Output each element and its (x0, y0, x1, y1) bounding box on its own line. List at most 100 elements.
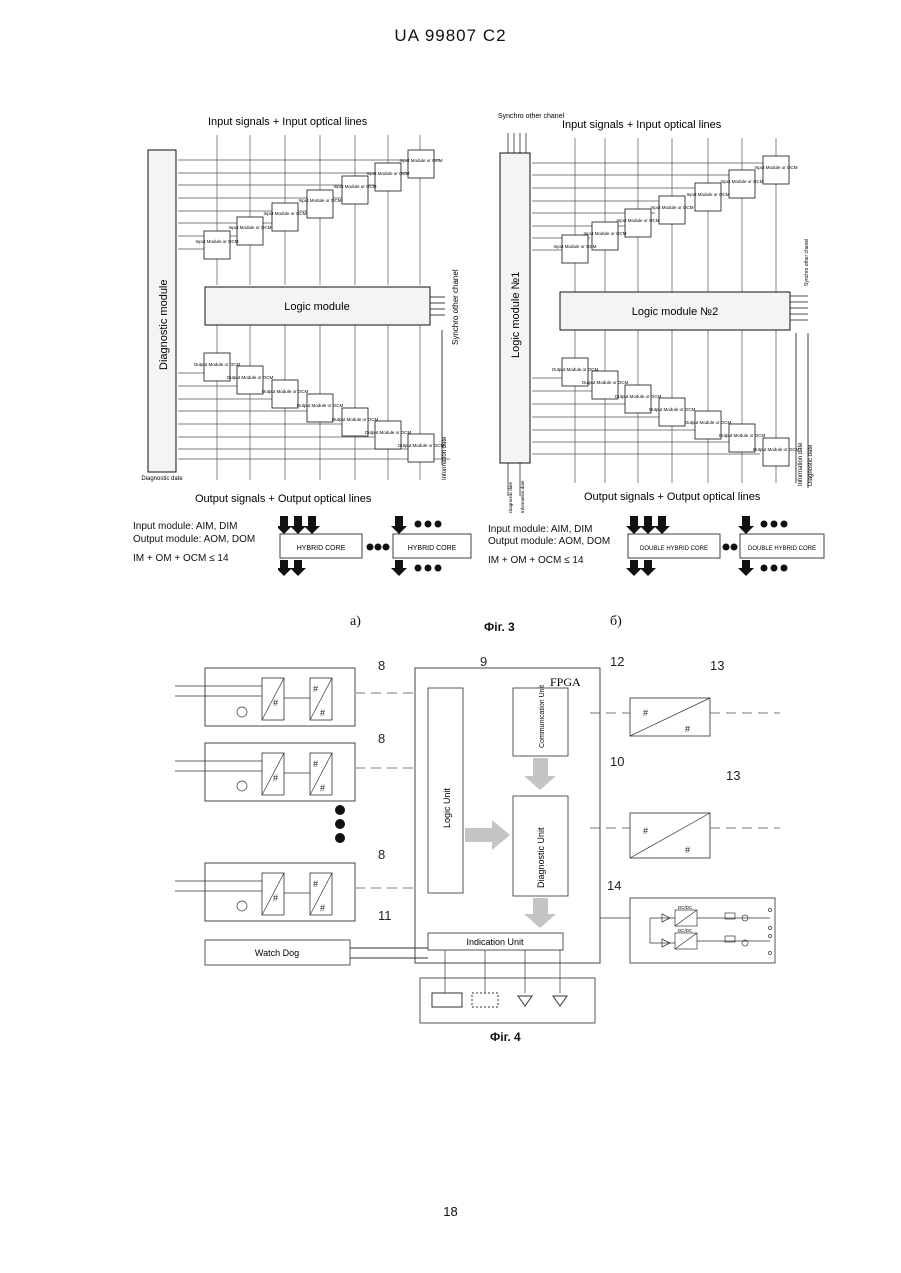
input-module-box (729, 170, 755, 198)
fig3a-hybrid-cores: HYBRID CORE HYBRID CORE (278, 516, 473, 578)
synchro-top-label: Synchro other chanel (498, 113, 565, 120)
input-module-box (307, 190, 333, 218)
output-module-text: Output Module or OCM (262, 389, 309, 394)
fig3b-diagram: Synchro other chanel Input signals + Inp… (490, 108, 830, 576)
input-module-text: Input Module or OCM (228, 225, 271, 230)
ref-number-8: 8 (378, 658, 385, 673)
fig4-caption: Фіг. 4 (490, 1030, 521, 1044)
output-module-text: Output Module or OCM (649, 407, 696, 412)
fig3a-top-label: Input signals + Input optical lines (208, 116, 368, 128)
output-module-text: Output Module or OCM (297, 403, 344, 408)
legend-line: Input module: AIM, DIM (488, 524, 610, 536)
fig4-diagram: # # # # # # # # # FPGA Logic Unit Commun… (170, 648, 790, 1028)
input-module-box (342, 176, 368, 204)
input-module-text: Input Module or OCM (686, 192, 729, 197)
fig3-part-a: а) (350, 614, 361, 630)
output-module-box (408, 434, 434, 462)
hash-symbol: # (313, 684, 318, 694)
input-module-text: Input Module or OCM (616, 218, 659, 223)
core-label: DOUBLE HYBRID CORE (640, 546, 708, 552)
logic-module-1-label: Logic module №1 (510, 272, 522, 358)
hash-symbol: # (320, 903, 325, 913)
watchdog-label: Watch Dog (255, 948, 299, 958)
ref-number-8: 8 (378, 731, 385, 746)
input-module-box (625, 209, 651, 237)
diagnostic-module-label: Diagnostic module (158, 280, 170, 371)
input-module-box (237, 217, 263, 245)
fig3b-bottom-label: Output signals + Output optical lines (584, 491, 761, 503)
output-module-text: Output Module or OCM (582, 380, 629, 385)
output-module-text: Output Module or OCM (365, 430, 412, 435)
output-module-box (763, 438, 789, 466)
input-module-box (695, 183, 721, 211)
input-module-text: Input Module or OCM (583, 231, 626, 236)
dcdc-label: DC/DC (678, 928, 693, 933)
input-module-text: Input Module or OCM (263, 211, 306, 216)
fig3-caption: Фіг. 3 (484, 620, 515, 634)
ref-number-10: 10 (610, 754, 624, 769)
core-label: HYBRID CORE (408, 545, 457, 552)
ref-number-11: 11 (378, 908, 392, 923)
hash-symbol: # (313, 759, 318, 769)
diag-vertical-label: Diagnostic date (508, 481, 513, 513)
legend-line: IM + OM + OCM ≤ 14 (488, 555, 610, 567)
ref-number-9: 9 (480, 654, 487, 669)
output-module-box (695, 411, 721, 439)
input-module-box (272, 203, 298, 231)
input-module-box (659, 196, 685, 224)
output-module-text: Output Module or OCM (753, 447, 800, 452)
ref-number-14: 14 (607, 878, 621, 893)
input-module-box (204, 231, 230, 259)
hash-symbol: # (685, 724, 690, 734)
output-module-box (729, 424, 755, 452)
information-label: Information date (798, 442, 804, 486)
output-module-text: Output Module or OCM (227, 375, 274, 380)
hash-symbol: # (320, 783, 325, 793)
seven-segment-display (432, 993, 462, 1007)
legend-line: Output module: AOM, DOM (133, 533, 255, 546)
fpga-label: FPGA (550, 675, 581, 689)
input-module-box (375, 163, 401, 191)
input-module-box (562, 235, 588, 263)
ref-number-13: 13 (710, 658, 724, 673)
hash-symbol: # (643, 708, 648, 718)
hash-symbol: # (320, 708, 325, 718)
power-supply-box (630, 898, 775, 963)
logic-module-2-label: Logic module №2 (632, 306, 718, 318)
diagnostic-label: Diagnostic date (808, 444, 814, 486)
bar-display (472, 993, 498, 1007)
logic-module-label: Logic module (284, 301, 349, 313)
input-module-text: Input Module or OCM (754, 165, 797, 170)
fig3b-double-hybrid-cores: DOUBLE HYBRID CORE DOUBLE HYBRID CORE (626, 516, 826, 578)
hash-symbol: # (685, 845, 690, 855)
input-module-text: Input Module or OCM (650, 205, 693, 210)
output-module-box (659, 398, 685, 426)
fig3a-bottom-label: Output signals + Output optical lines (195, 493, 372, 505)
fig3-part-b: б) (610, 614, 622, 630)
hash-symbol: # (643, 826, 648, 836)
output-module-text: Output Module or OCM (685, 420, 732, 425)
output-module-text: Output Module or OCM (552, 367, 599, 372)
hash-symbol: # (273, 773, 278, 783)
input-module-text: Input Module or OCM (366, 171, 409, 176)
hash-symbol: # (273, 893, 278, 903)
output-module-box (237, 366, 263, 394)
input-module-text: Input Module or OCM (195, 239, 238, 244)
logic-unit-label: Logic Unit (442, 787, 452, 828)
diagnostic-date-label: Diagnostic date (141, 476, 183, 482)
output-module-text: Output Module or OCM (719, 433, 766, 438)
diag-to-indication-arrow (524, 898, 556, 928)
ref-number-8: 8 (378, 847, 385, 862)
ref-number-13: 13 (726, 768, 740, 783)
diagnostic-unit-label: Diagnostic Unit (536, 827, 546, 888)
information-label: Information date (442, 436, 448, 480)
comm-to-diag-arrow (524, 758, 556, 790)
fig3b-legend: Input module: AIM, DIM Output module: AO… (488, 524, 610, 567)
output-module-box (625, 385, 651, 413)
synchro-label: Synchro other chanel (451, 269, 460, 345)
hash-symbol: # (273, 698, 278, 708)
fig3b-top-label: Input signals + Input optical lines (562, 119, 722, 131)
input-module-text: Input Module or OCM (333, 184, 376, 189)
legend-line: Input module: AIM, DIM (133, 520, 255, 533)
fig3a-legend: Input module: AIM, DIM Output module: AO… (133, 520, 255, 565)
